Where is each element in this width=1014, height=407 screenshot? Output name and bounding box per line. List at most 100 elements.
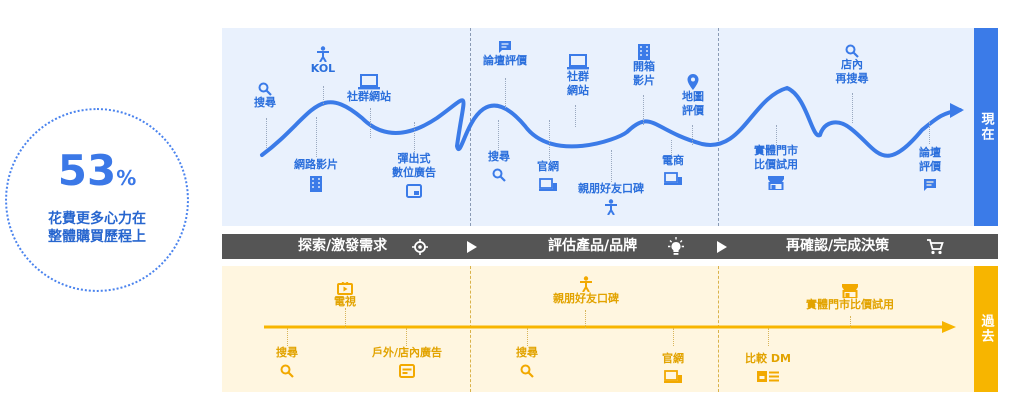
search-icon [492,168,506,182]
leader-friends-past [585,310,586,328]
past-friends: 親朋好友口碑 [544,276,628,306]
devices-icon [664,172,682,185]
tp-map-review: 地圖 評價 [676,74,710,118]
stage-divider-2-top [718,28,719,226]
tp-forum2-line1: 論壇 [919,146,941,159]
film-icon [310,176,322,192]
past-store-trial-label: 實體門市比價試用 [806,298,894,311]
past-outdoor-ad-label: 戶外/店內廣告 [371,346,443,359]
stage-arrow-2-icon [717,241,727,253]
leader-official [549,120,550,160]
past-outdoor-ad: 戶外/店內廣告 [366,346,448,378]
tp-official-site-label: 官網 [537,160,559,173]
laptop-icon [567,54,589,70]
map-pin-icon [687,74,699,90]
tp-social1: 社群網站 [343,74,395,104]
tp-friends-label: 親朋好友口碑 [578,182,644,195]
stat-caption-line1: 花費更多心力在 [48,211,146,227]
leader-search-past [287,328,288,346]
leader-unboxing [643,95,644,125]
tp-store-trial: 實體門市 比價試用 [746,144,806,190]
past-tv-label: 電視 [334,295,356,308]
tp-friends: 親朋好友口碑 [569,182,653,215]
leader-store [776,125,777,145]
stage-divider-2-bottom [718,266,719,392]
tp-instore-search-line2: 再搜尋 [835,72,869,85]
devices-icon [539,178,557,191]
tp-forum1-label: 論壇評價 [483,54,527,67]
tp-video1: 網路影片 [288,158,344,192]
tp-social2-line2: 網站 [567,84,589,97]
devices-icon [664,370,682,383]
past-search: 搜尋 [272,346,302,378]
chat-icon [499,41,511,53]
target-icon [412,239,428,255]
person-icon [605,199,617,215]
tp-social1-label: 社群網站 [347,90,391,103]
past-store-trial: 實體門市比價試用 [800,284,900,312]
stage-bar [222,234,998,259]
person-icon [317,46,329,62]
leader-forum1 [505,78,506,108]
stat-circle [5,108,189,292]
tp-kol-label: KOL [310,62,336,75]
tp-instore-search: 店內 再搜尋 [826,44,878,86]
stat-caption: 花費更多心力在 整體購買歷程上 [0,210,194,246]
leader-map [692,125,693,145]
past-official-site: 官網 [657,352,689,384]
tp-social2: 社群 網站 [561,54,595,98]
tp-unboxing-line2: 影片 [633,74,655,87]
past-search2: 搜尋 [512,346,542,378]
film-icon [638,44,650,60]
flyer-icon [757,371,779,382]
leader-instore [852,93,853,123]
stage-evaluate: 評估產品/品牌 [548,238,638,254]
leader-video1 [316,117,317,157]
search-icon [280,364,294,378]
billboard-icon [399,364,415,378]
search-icon [258,82,272,96]
tp-social2-line1: 社群 [567,70,589,83]
stage-divider-1-bottom [470,266,471,392]
tp-forum2-line2: 評價 [919,160,941,173]
leader-store-past [850,316,851,328]
leader-search1 [266,118,267,148]
past-search2-label: 搜尋 [516,346,538,359]
tp-map-review-line2: 評價 [682,104,704,117]
leader-official-past [673,328,674,346]
tp-popup-ad-line1: 彈出式 [397,152,431,165]
past-friends-label: 親朋好友口碑 [553,292,619,305]
leader-forum2 [929,122,930,144]
tp-forum1: 論壇評價 [477,40,533,68]
tp-unboxing-line1: 開箱 [633,60,655,73]
tp-store-trial-line1: 實體門市 [754,144,798,157]
past-tv: 電視 [330,282,360,309]
tp-video1-label: 網路影片 [294,158,338,171]
search-icon [520,364,534,378]
store-icon [768,176,784,190]
store-icon [842,284,858,298]
leader-social1 [370,108,371,138]
tp-popup-ad: 彈出式 數位廣告 [384,152,444,198]
person-icon [580,276,592,292]
popup-window-icon [406,184,422,198]
stage-decide: 再確認/完成決策 [786,238,890,254]
stage-explore: 探索/激發需求 [298,238,388,254]
leader-outdoor [406,328,407,346]
leader-search2 [498,120,499,150]
leader-tv [345,308,346,328]
leader-kol [323,86,324,106]
present-tab: 現在 [974,28,998,226]
tp-instore-search-line1: 店內 [841,58,863,71]
past-official-site-label: 官網 [662,352,684,365]
chat-icon [924,179,936,191]
leader-popup [414,122,415,152]
tp-search1: 搜尋 [250,82,280,110]
leader-ecommerce [671,140,672,155]
leader-social2 [575,105,576,127]
stage-arrow-1-icon [467,241,477,253]
stat-value: 53% [57,146,137,195]
past-compare-dm-label: 比較 DM [745,352,791,365]
leader-dm [768,328,769,346]
tp-search2-label: 搜尋 [488,150,510,163]
